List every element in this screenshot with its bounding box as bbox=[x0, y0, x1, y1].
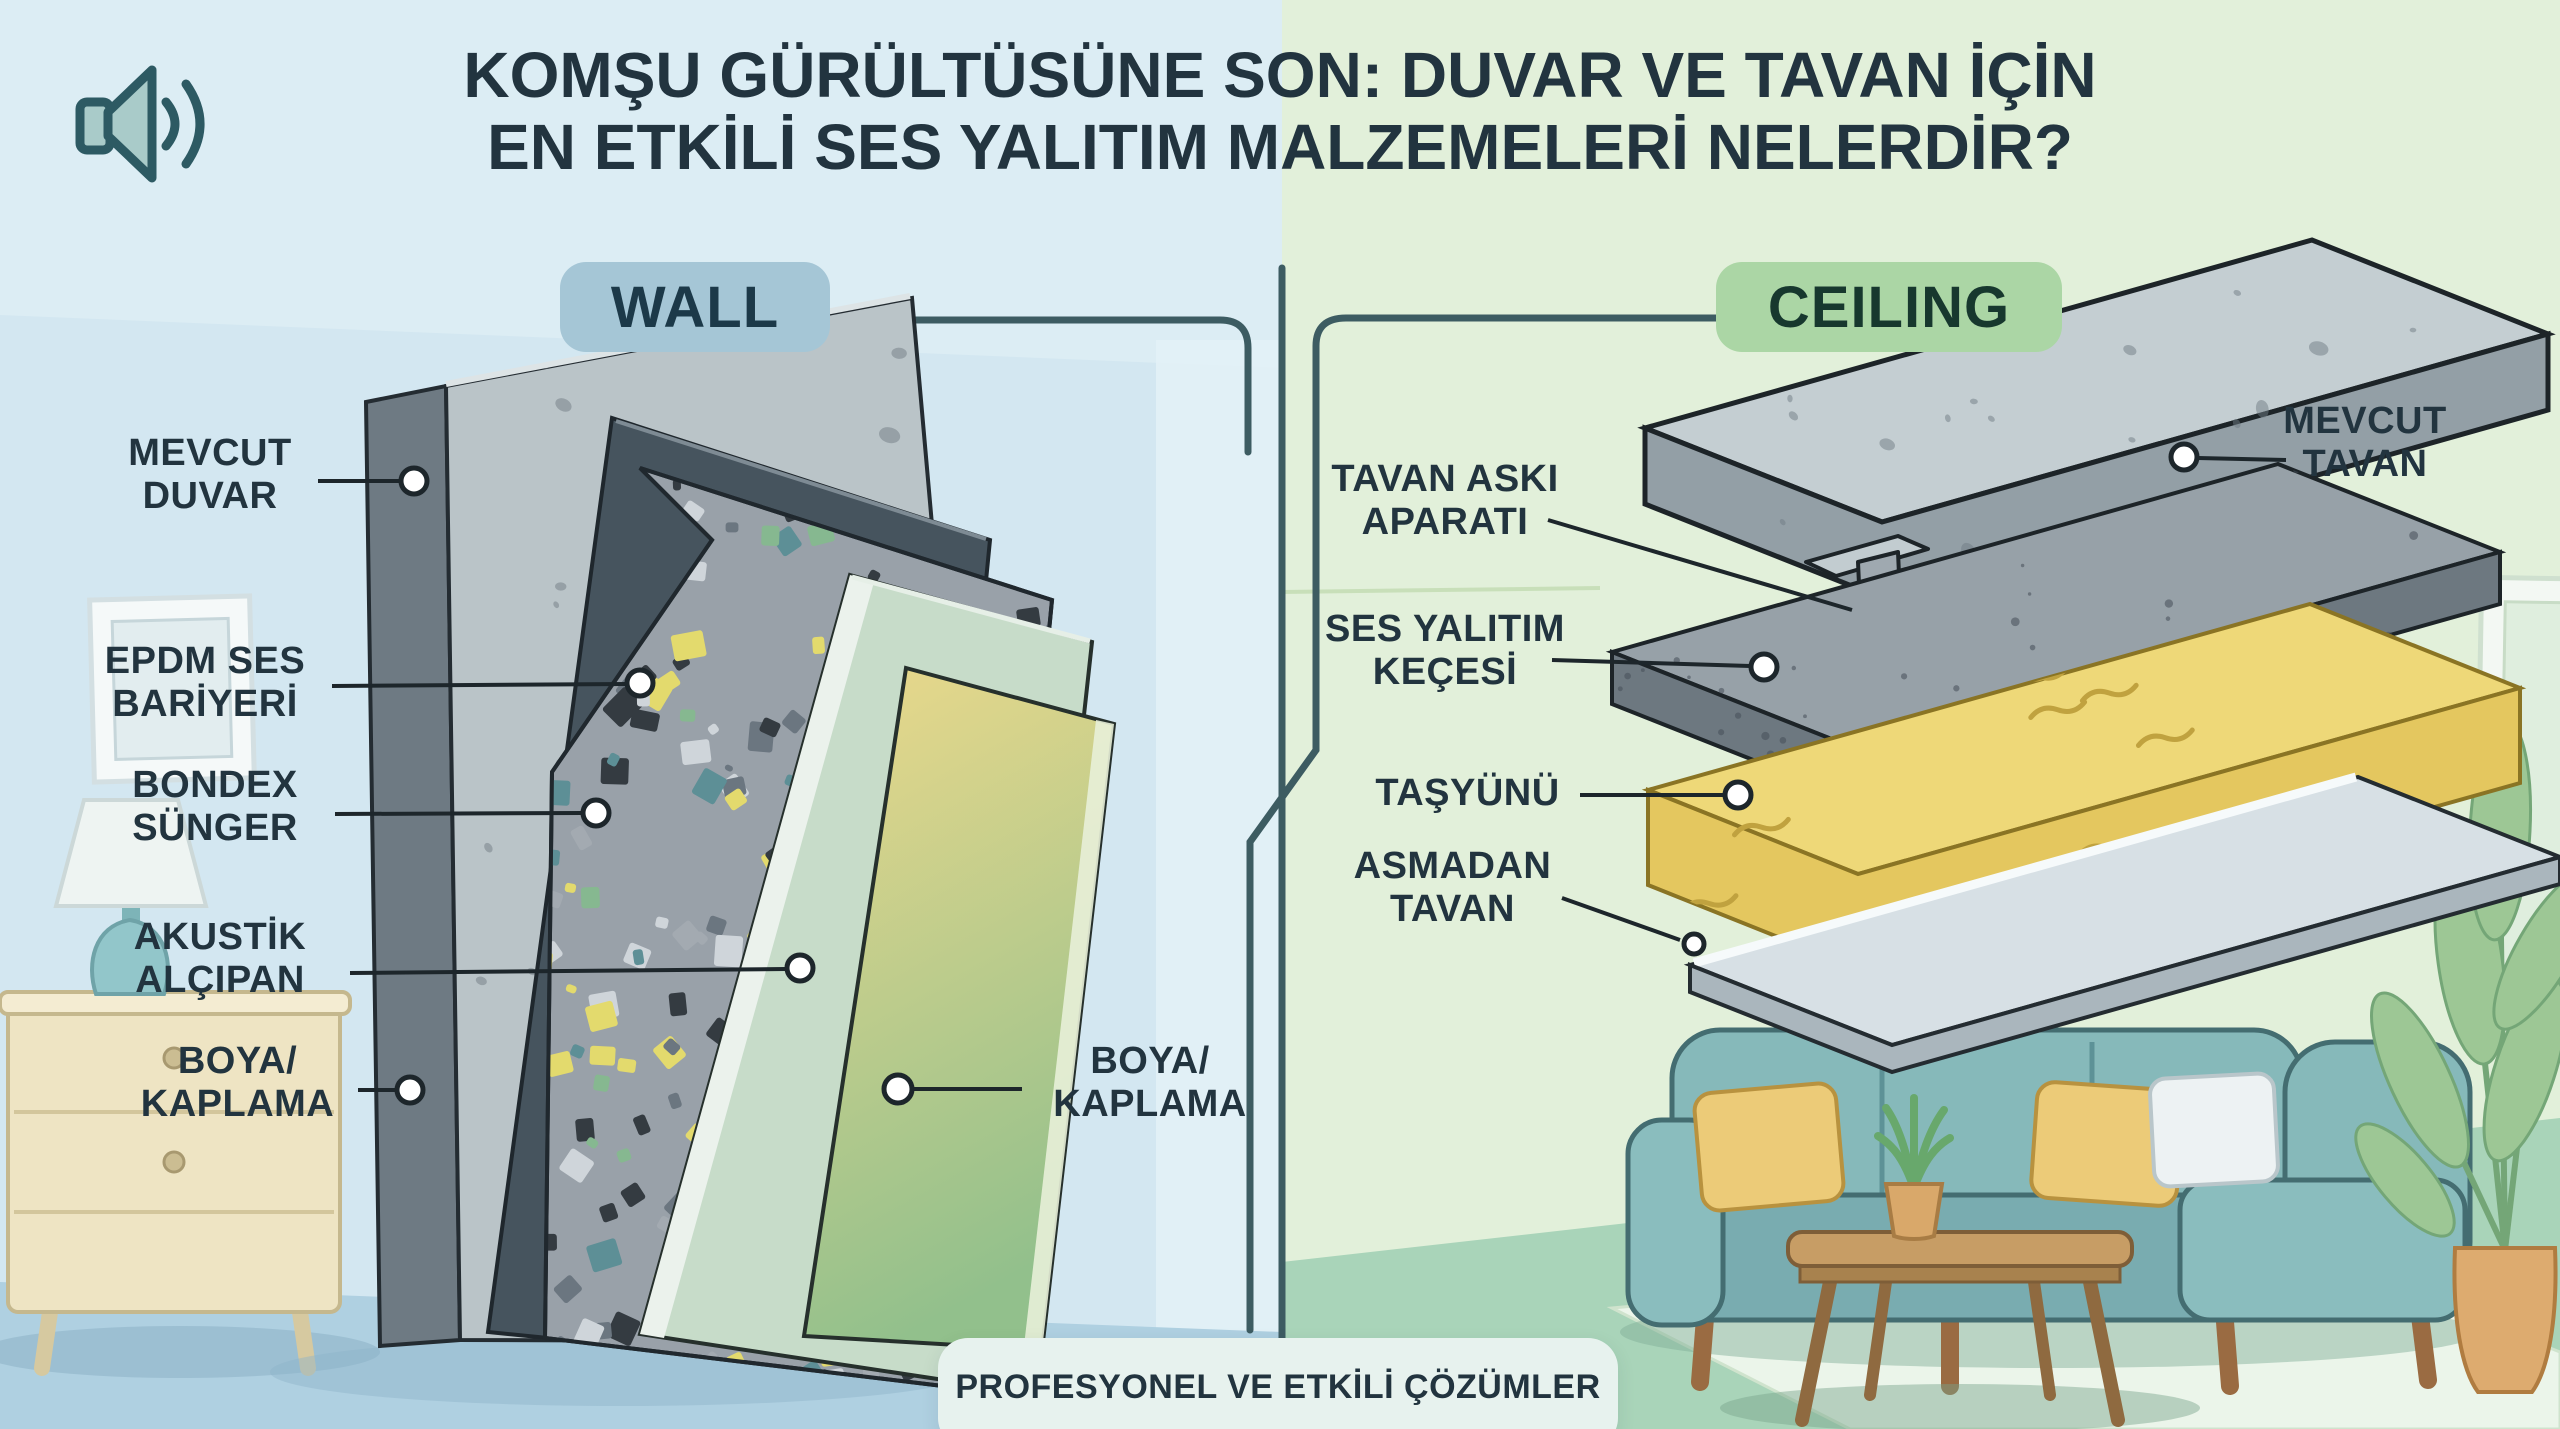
leader-dot bbox=[1681, 931, 1707, 957]
ceiling-bracket-line bbox=[1246, 314, 1722, 1334]
label-tasyunu: TAŞYÜNÜ bbox=[1375, 772, 1560, 814]
wall-bracket-line bbox=[826, 316, 1252, 456]
section-connectors bbox=[826, 264, 1722, 1344]
leader-lines bbox=[318, 456, 2287, 1092]
page-title-line2: EN ETKİLİ SES YALITIM MALZEMELERİ NELERD… bbox=[487, 110, 2073, 183]
page-title: KOMŞU GÜRÜLTÜSÜNE SON: DUVAR VE TAVAN İÇ… bbox=[0, 39, 2560, 183]
leader-dot bbox=[2168, 441, 2200, 473]
wall-layers-diagram bbox=[270, 293, 1117, 1406]
label-asmadan-tavan: ASMADAN TAVAN bbox=[1353, 845, 1552, 930]
small-potted-plant bbox=[1874, 1094, 1954, 1241]
wall-section-chip: WALL bbox=[560, 262, 830, 352]
left-room-scene bbox=[0, 593, 380, 1378]
leader-dot bbox=[1748, 651, 1780, 683]
page-title-line1: KOMŞU GÜRÜLTÜSÜNE SON: DUVAR VE TAVAN İÇ… bbox=[463, 39, 2097, 111]
leader-dots bbox=[394, 441, 2200, 1106]
nightstand bbox=[0, 990, 352, 1376]
picture-frame-left bbox=[87, 593, 257, 785]
ceiling-layers-diagram bbox=[1605, 237, 2560, 1075]
leader-dot bbox=[624, 667, 656, 699]
label-tavan-aski-aparati: TAVAN ASKI APARATI bbox=[1331, 458, 1559, 543]
leader-dot bbox=[784, 952, 816, 984]
drawer-knob bbox=[162, 1046, 186, 1070]
label-akustik-alcipan: AKUSTİK ALÇIPAN bbox=[133, 916, 307, 1001]
footer-banner: PROFESYONEL VE ETKİLİ ÇÖZÜMLER bbox=[938, 1338, 1618, 1429]
nightstand-shadow bbox=[0, 1326, 380, 1378]
leader-dot bbox=[398, 465, 430, 497]
speaker-sound-icon bbox=[75, 65, 205, 183]
label-bondex-sunger: BONDEX SÜNGER bbox=[132, 764, 298, 849]
coffee-table bbox=[1786, 1230, 2134, 1427]
label-mevcut-duvar: MEVCUT DUVAR bbox=[128, 432, 292, 517]
label-epdm-ses-bariyeri: EPDM SES BARİYERİ bbox=[104, 640, 306, 725]
right-wall-corner-line bbox=[1281, 586, 1601, 594]
ceiling-layer-suspended-band bbox=[1688, 854, 2560, 1075]
label-boya-kaplama-left: BOYA/ KAPLAMA bbox=[140, 1040, 335, 1125]
ceiling-layer-rockwool-band bbox=[1646, 685, 2522, 972]
table-shadow bbox=[1720, 1384, 2200, 1429]
table-lamp bbox=[53, 798, 209, 996]
leader-dot bbox=[881, 1072, 915, 1106]
wall-layer-concrete-side bbox=[363, 383, 463, 1349]
ceiling-section-chip: CEILING bbox=[1716, 262, 2062, 352]
label-mevcut-tavan: MEVCUT TAVAN bbox=[2283, 400, 2447, 485]
pillow-yellow bbox=[1692, 1081, 1846, 1213]
left-wall-corner-strip bbox=[1156, 340, 1282, 1332]
leader-dot bbox=[580, 797, 612, 829]
drawer-knob bbox=[162, 1150, 186, 1174]
footer-banner-text: PROFESYONEL VE ETKİLİ ÇÖZÜMLER bbox=[955, 1368, 1601, 1406]
ceiling-layer-slab-band bbox=[1642, 330, 2551, 601]
label-ses-yalitim-kecesi: SES YALITIM KEÇESİ bbox=[1325, 608, 1565, 693]
label-boya-kaplama-right: BOYA/ KAPLAMA bbox=[1053, 1040, 1247, 1125]
leader-dot bbox=[394, 1074, 426, 1106]
background-left-upper-wall bbox=[0, 0, 1282, 368]
leader-dot bbox=[1722, 779, 1754, 811]
pillow-white bbox=[2148, 1071, 2280, 1189]
